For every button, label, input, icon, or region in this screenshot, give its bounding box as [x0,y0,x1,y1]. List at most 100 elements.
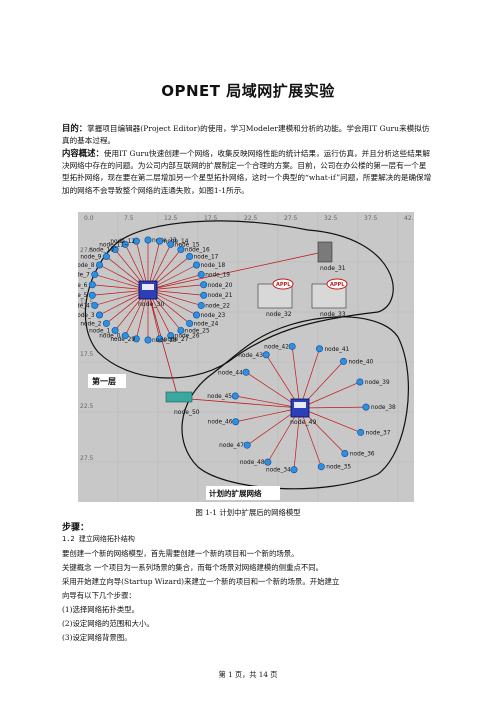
floor1-node-label: node_23 [200,313,225,319]
workstation-icon [111,246,119,254]
expand-label: 计划的扩展网络 [209,488,262,498]
ruler-tick-label: 17.5 [204,215,218,222]
floor1-node-label: node_0 [99,334,120,340]
floor1-node-label: node_18 [200,263,225,269]
step-line-5: 向导有以下几个步骤： [62,591,136,600]
steps-heading: 步骤： [62,523,90,533]
floor2-node-label: node_35 [326,465,351,471]
floor2-node-label: node_41 [325,347,350,353]
workstation-icon [96,261,104,269]
purpose-label: 目的： [62,123,88,133]
workstation-icon [91,271,99,279]
step-line-3: 关键概念 一个项目为一系列场景的集合，而每个场景对网络建模的侧重点不同。 [62,563,324,572]
floor1-node-label: node_13 [152,238,177,244]
workstation-icon [88,291,96,299]
floor1-node-label: node_16 [185,248,210,254]
ruler-tick-label: 42.5 [404,215,414,222]
ruler-y-label: 22.5 [80,403,94,410]
app-config-label: node_32 [266,311,292,318]
floor2-node-label: node_34 [266,468,291,474]
workstation-icon [88,281,96,289]
profile-config-label: node_33 [320,311,346,318]
workstation-icon [192,261,200,269]
floor2-node-label: node_40 [348,359,373,365]
floor1-node-label: node_11 [99,242,124,248]
ruler-y-label: 17.5 [80,351,94,358]
network-regions [84,220,409,490]
ruler-tick-label: 22.5 [244,215,258,222]
floor1-node-label: node_20 [208,283,233,289]
workstation-icon [288,342,296,350]
floor2-link [299,348,320,409]
floor1-node-label: node_14 [164,239,189,245]
workstation-icon [197,301,205,309]
router-label: node_50 [174,409,200,416]
workstation-icon [197,271,205,279]
workstation-icon [356,378,364,386]
floor1-node-label: node_8 [78,263,95,269]
network-figure: 0.07.512.517.522.527.532.537.542.527.512… [66,212,418,502]
workstation-icon [102,319,110,327]
floor1-node-label: node_6 [78,283,88,289]
floor2-link [299,407,322,467]
router-link-floor1 [147,289,179,399]
floor1-node-label: node_10 [89,248,114,254]
floor1-node-label: node_12 [110,239,135,245]
app-badge [272,278,294,290]
floor1-node-label: node_22 [205,303,230,309]
floor2-link [299,381,361,409]
floor2-link [293,407,301,470]
workstation-icon [200,291,208,299]
workstation-icon [243,441,251,449]
ruler-tick-label: 7.5 [124,215,134,222]
workstation-icon [156,335,164,343]
workstation-icon [339,357,347,365]
hub-label: node_49 [290,419,316,426]
floor1-node-label: node_29 [110,337,135,343]
floor1-node-label: node_4 [78,303,90,309]
floor2-node-label: node_42 [264,344,289,350]
floor1-node-label: node_21 [208,293,233,299]
workstation-icon [341,449,349,457]
step-line-8: (3)设定网络背景图。 [62,633,132,642]
workstation-icon [362,403,370,411]
floor2-node-label: node_46 [208,420,233,426]
workstation-icon [167,240,175,248]
workstation-icon [177,246,185,254]
workstation-icon [132,237,140,245]
workstation-icon [102,253,110,261]
workstation-icon [232,418,240,426]
workstation-icon [121,240,129,248]
step-line-4: 采用开始建立向导(Startup Wizard)来建立一个新的项目和一个新的场景… [62,577,340,586]
figure-caption: 图 1-1 计划中扩展后的网络模型 [195,508,301,517]
workstation-icon [316,345,324,353]
overview-label: 内容概述： [62,148,104,158]
workstation-icon [121,332,129,340]
floor2-node-label: node_45 [207,394,232,400]
floor2-node-label: node_48 [240,460,265,466]
diagram-ruler: 0.07.512.517.522.527.532.537.542.527.512… [80,215,418,462]
floor1-label-box [88,374,126,388]
floor2-node-label: node_38 [371,405,396,411]
app-badge-text: APPL [276,282,291,288]
step-line-1: 1.2 建立网络拓扑结构 [62,535,135,543]
purpose-paragraph: 目的：掌握项目编辑器(Project Editor)的使用，学习Modeler建… [62,122,434,147]
floor2-link [299,407,361,433]
server-link [147,251,324,291]
workstation-icon [144,336,152,344]
workstation-icon [192,311,200,319]
floor1-node-label: node_17 [194,255,219,261]
workstation-icon [167,332,175,340]
workstation-icon [91,301,99,309]
floor2-node-label: node_47 [219,443,244,449]
floor2-region [181,316,409,490]
network-special-nodes: node_31APPLnode_32APPLnode_33node_50第一层计… [88,241,348,500]
floor1-node-label: node_9 [80,255,101,261]
workstation-icon [357,428,365,436]
ruler-tick-label: 32.5 [324,215,338,222]
router-icon [165,391,193,403]
expand-label-box [206,486,280,500]
page-footer: 第 1 页，共 14 页 [218,670,278,679]
ruler-tick-label: 12.5 [164,215,178,222]
server-icon [317,241,333,263]
